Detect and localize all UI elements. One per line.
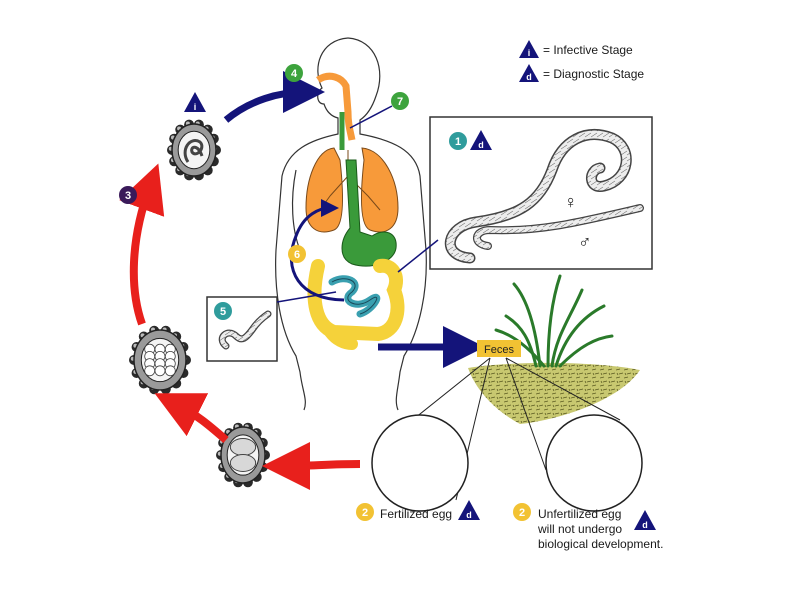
diagnostic-stage-icon: d xyxy=(458,500,480,520)
svg-text:d: d xyxy=(642,520,648,530)
svg-text:1: 1 xyxy=(455,136,461,148)
step-7-pointer-line xyxy=(349,105,393,129)
infective-stage-icon: i xyxy=(184,92,206,112)
unfertilized-egg-label-line3: biological development. xyxy=(538,537,663,551)
feces-label: Feces xyxy=(477,340,521,357)
step-7-badge: 7 xyxy=(391,92,409,110)
legend: i = Infective Stage d = Diagnostic Stage xyxy=(519,40,644,82)
adult-worms-panel: ♀ ♂ 1 d xyxy=(429,116,653,270)
svg-text:6: 6 xyxy=(294,249,300,261)
larva-panel: 5 xyxy=(206,296,278,362)
female-symbol: ♀ xyxy=(564,192,578,212)
svg-text:4: 4 xyxy=(291,68,298,80)
svg-text:Feces: Feces xyxy=(484,344,514,356)
worms-pointer-line xyxy=(397,239,439,273)
infective-egg xyxy=(167,119,221,181)
soil xyxy=(468,362,640,424)
svg-text:2: 2 xyxy=(362,507,368,519)
unfertilized-egg-zoom xyxy=(545,414,643,512)
upper-airway xyxy=(316,72,356,150)
step-3-badge: 3 xyxy=(119,186,137,204)
diagnostic-stage-icon: d xyxy=(470,130,492,150)
male-symbol: ♂ xyxy=(578,232,592,252)
svg-text:i: i xyxy=(528,48,531,58)
diagnostic-stage-icon: d xyxy=(634,510,656,530)
unfertilized-egg-label-line2: will not undergo xyxy=(537,522,622,536)
migration-arrow xyxy=(290,199,345,302)
svg-text:d: d xyxy=(526,72,532,82)
legend-infective-label: = Infective Stage xyxy=(543,43,633,57)
fertilized-egg-zoom xyxy=(371,414,469,512)
svg-text:2: 2 xyxy=(519,507,525,519)
legend-diagnostic-label: = Diagnostic Stage xyxy=(543,67,644,81)
larva-pointer-line xyxy=(276,291,337,303)
step-2-badge: 2 xyxy=(513,503,531,521)
unfertilized-egg-label-line1: Unfertilized egg xyxy=(538,507,621,521)
step-1-badge: 1 xyxy=(449,132,467,150)
step-5-badge: 5 xyxy=(214,302,232,320)
step-2-badge: 2 xyxy=(356,503,374,521)
step-6-badge: 6 xyxy=(288,245,306,263)
svg-text:7: 7 xyxy=(397,96,403,108)
infective-stage-icon: i xyxy=(519,40,539,58)
two-cell-egg xyxy=(216,422,270,488)
svg-text:d: d xyxy=(478,140,484,150)
grass xyxy=(494,274,614,368)
svg-text:i: i xyxy=(194,102,197,112)
embryonation-arrow-1 xyxy=(262,441,361,490)
svg-text:d: d xyxy=(466,510,472,520)
svg-text:5: 5 xyxy=(220,306,226,318)
morula-egg xyxy=(129,325,191,395)
ingestion-arrow xyxy=(223,71,325,123)
embryonation-arrow-2 xyxy=(154,393,229,444)
intestines xyxy=(307,258,405,350)
fertilized-egg-label: Fertilized egg xyxy=(380,507,452,521)
embryonation-arrow-3 xyxy=(119,163,165,326)
step-4-badge: 4 xyxy=(285,64,303,82)
svg-text:3: 3 xyxy=(125,190,131,202)
diagnostic-stage-icon: d xyxy=(519,64,539,82)
